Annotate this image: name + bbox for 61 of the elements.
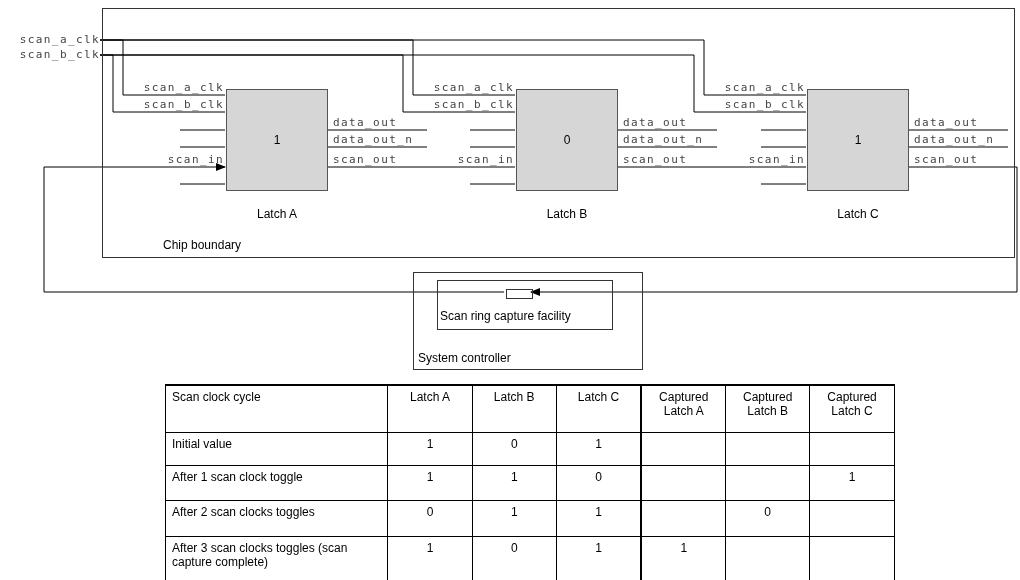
pin-label: data_out xyxy=(914,116,979,130)
column-header: Latch B xyxy=(472,385,557,432)
controller-box xyxy=(413,272,643,370)
pin-label: scan_out xyxy=(623,153,688,167)
pin-label: scan_out xyxy=(914,153,979,167)
latch-name: Latch B xyxy=(545,207,589,221)
pin-label: data_out xyxy=(333,116,398,130)
bit-value: 1 xyxy=(387,432,473,465)
bit-value: 0 xyxy=(725,500,810,536)
controller-label: System controller xyxy=(418,351,511,365)
bit-value: 1 xyxy=(387,465,473,500)
pin-label: scan_b_clk xyxy=(723,98,805,112)
row-header: After 1 scan clock toggle xyxy=(165,465,388,500)
pin-label: scan_in xyxy=(456,153,514,167)
column-header: Captured Latch A xyxy=(641,385,726,432)
bit-value: 1 xyxy=(472,465,557,500)
pin-label: scan_b_clk xyxy=(142,98,224,112)
clock-line xyxy=(99,39,807,96)
pin-label: scan_a_clk xyxy=(432,81,514,95)
pin-label: scan_a_clk xyxy=(723,81,805,95)
scan-ring-line xyxy=(43,163,505,293)
clock-line xyxy=(99,54,807,113)
latch-box xyxy=(516,89,618,191)
chip-boundary xyxy=(102,8,1015,258)
pin-label: scan_a_clk xyxy=(142,81,224,95)
latch-name: Latch A xyxy=(256,207,298,221)
signal-label: scan_b_clk xyxy=(4,48,100,61)
column-header: Scan clock cycle xyxy=(165,385,388,432)
pin-label: data_out xyxy=(623,116,688,130)
scan-ring-line xyxy=(326,166,516,168)
row-header: After 3 scan clocks toggles (scan capture complete) xyxy=(165,536,388,580)
latch-name: Latch C xyxy=(836,207,880,221)
capture-facility-box xyxy=(437,280,613,330)
row-header: Initial value xyxy=(165,432,388,465)
signal-label: scan_a_clk xyxy=(4,33,100,46)
pin-label: data_out_n xyxy=(914,133,995,147)
pin-label: data_out_n xyxy=(623,133,704,147)
bit-value: 0 xyxy=(472,432,557,465)
scan-ring-line xyxy=(530,166,1018,296)
latch-box xyxy=(226,89,328,191)
bit-value: 1 xyxy=(809,465,895,500)
bit-value: 1 xyxy=(472,500,557,536)
column-header: Captured Latch C xyxy=(809,385,895,432)
pin-label: data_out_n xyxy=(333,133,414,147)
pin-label: scan_in xyxy=(166,153,224,167)
column-header: Captured Latch B xyxy=(725,385,810,432)
pin-label: scan_in xyxy=(747,153,805,167)
latch-value: 1 xyxy=(853,133,863,147)
bit-value: 1 xyxy=(641,536,726,580)
latch-box xyxy=(807,89,909,191)
pin-label: scan_b_clk xyxy=(432,98,514,112)
scan-ring-line xyxy=(616,166,807,168)
pin-label: scan_out xyxy=(333,153,398,167)
facility-label: Scan ring capture facility xyxy=(440,309,571,323)
column-header: Latch A xyxy=(387,385,473,432)
boundary-label: Chip boundary xyxy=(163,238,242,252)
register-box xyxy=(506,289,533,299)
row-header: After 2 scan clocks toggles xyxy=(165,500,388,536)
latch-value: 1 xyxy=(272,133,282,147)
latch-value: 0 xyxy=(562,133,572,147)
bit-value: 0 xyxy=(387,500,473,536)
